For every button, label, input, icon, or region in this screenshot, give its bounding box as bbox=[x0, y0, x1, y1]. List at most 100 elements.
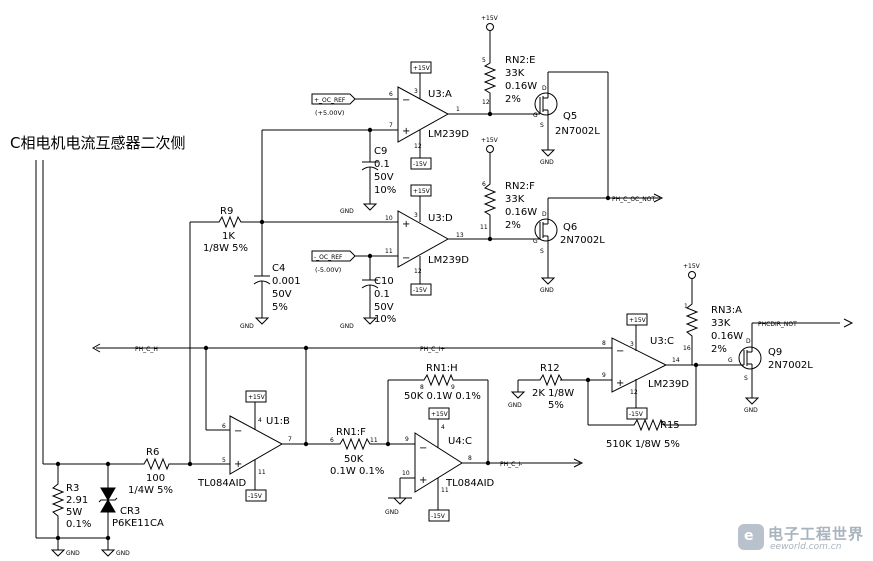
svg-text:+15V: +15V bbox=[413, 188, 431, 195]
svg-text:−: − bbox=[234, 426, 242, 437]
svg-text:R6: R6 bbox=[146, 447, 159, 458]
svg-text:2%: 2% bbox=[505, 94, 521, 105]
resistor-rn3a: 1 16 RN3:A 33K 0.16W 2% bbox=[683, 300, 743, 355]
svg-text:5W: 5W bbox=[66, 507, 82, 518]
svg-text:0.1W 0.1%: 0.1W 0.1% bbox=[330, 466, 384, 477]
mosfet-q5: G D S Q5 2N7002L bbox=[533, 85, 600, 137]
svg-text:G: G bbox=[728, 357, 733, 364]
watermark: e 电子工程世界 eeworld.com.cn bbox=[738, 522, 868, 556]
svg-text:11: 11 bbox=[441, 487, 449, 494]
svg-text:+: + bbox=[402, 126, 410, 137]
net-ph-c-oc-not: PH_C_OC_NOT bbox=[612, 193, 664, 203]
pos-oc-ref-flag: +_OC_REF (+5.00V) bbox=[311, 93, 356, 117]
svg-text:16: 16 bbox=[683, 345, 691, 352]
svg-text:+: + bbox=[402, 219, 410, 230]
svg-text:G: G bbox=[533, 112, 538, 119]
svg-text:+: + bbox=[616, 378, 624, 389]
svg-text:S: S bbox=[744, 375, 748, 382]
resistor-r3: R3 2.91 5W 0.1% bbox=[51, 480, 91, 530]
svg-text:0.1%: 0.1% bbox=[66, 519, 91, 530]
net-label-phcdir-not: PHCDIR_NOT bbox=[758, 321, 797, 328]
svg-text:RN3:A: RN3:A bbox=[711, 305, 742, 316]
u4c-part: TL084AID bbox=[445, 478, 495, 489]
input-leads bbox=[35, 160, 108, 539]
svg-text:RN2:F: RN2:F bbox=[505, 181, 535, 192]
svg-text:1: 1 bbox=[456, 106, 460, 113]
schematic-title: C相电机电流互感器二次侧 bbox=[10, 134, 185, 152]
mosfet-q9: G D S Q9 2N7002L bbox=[728, 338, 813, 385]
svg-text:−: − bbox=[402, 253, 410, 264]
svg-text:6: 6 bbox=[389, 91, 393, 98]
svg-text:-15V: -15V bbox=[431, 513, 446, 520]
svg-text:GND: GND bbox=[240, 323, 254, 330]
svg-text:2N7002L: 2N7002L bbox=[768, 360, 813, 371]
u4c-ref: U4:C bbox=[448, 436, 472, 447]
resistor-r15: R15 510K 1/8W 5% bbox=[606, 418, 680, 450]
u3d-ref: U3:D bbox=[428, 213, 453, 224]
opamp-u4c: − + U4:C TL084AID 9 10 8 4 11 bbox=[402, 419, 495, 510]
power-flags: +15V -15V +15V -15V +15V -15V +15V -15V … bbox=[245, 15, 701, 522]
svg-text:G: G bbox=[533, 238, 538, 245]
capacitor-c9: C9 0.1 50V 10% bbox=[361, 146, 396, 196]
svg-text:10%: 10% bbox=[374, 314, 396, 325]
svg-text:R9: R9 bbox=[220, 206, 233, 217]
svg-text:R3: R3 bbox=[66, 483, 79, 494]
junction-dots bbox=[55, 111, 699, 541]
svg-text:GND: GND bbox=[340, 208, 354, 215]
svg-text:GND: GND bbox=[340, 323, 354, 330]
svg-text:RN1:F: RN1:F bbox=[336, 427, 366, 438]
svg-text:5%: 5% bbox=[548, 400, 564, 411]
svg-text:33K: 33K bbox=[505, 194, 525, 205]
svg-text:+15V: +15V bbox=[248, 394, 266, 401]
watermark-line1: 电子工程世界 bbox=[768, 525, 865, 543]
svg-text:4: 4 bbox=[258, 417, 262, 424]
svg-text:-15V: -15V bbox=[248, 493, 263, 500]
svg-text:50V: 50V bbox=[374, 172, 394, 183]
opamp-u1b: − + U1:B TL084AID 6 5 7 4 11 bbox=[197, 402, 292, 490]
capacitor-c10: C10 0.1 50V 10% bbox=[361, 276, 396, 325]
u1b-ref: U1:B bbox=[266, 416, 290, 427]
comparator-u3c: − + U3:C LM239D 8 9 14 3 12 bbox=[602, 325, 689, 408]
svg-text:+15V: +15V bbox=[413, 65, 431, 72]
svg-text:−: − bbox=[616, 346, 624, 357]
svg-text:-15V: -15V bbox=[413, 161, 428, 168]
svg-text:8: 8 bbox=[420, 384, 424, 391]
svg-text:0.16W: 0.16W bbox=[505, 81, 537, 92]
svg-text:100: 100 bbox=[146, 473, 165, 484]
svg-text:50K: 50K bbox=[344, 454, 364, 465]
svg-text:12: 12 bbox=[482, 99, 490, 106]
svg-text:−: − bbox=[419, 443, 427, 454]
tvs-diode-cr3: CR3 P6KE11CA bbox=[98, 487, 164, 529]
u3c-part: LM239D bbox=[648, 379, 689, 390]
resistor-rn2f: 6 11 RN2:F 33K 0.16W 2% bbox=[480, 180, 537, 231]
svg-text:3: 3 bbox=[414, 212, 418, 219]
svg-text:Q5: Q5 bbox=[563, 111, 577, 122]
svg-text:R15: R15 bbox=[660, 420, 680, 431]
svg-text:Q6: Q6 bbox=[563, 222, 577, 233]
svg-text:8: 8 bbox=[468, 455, 472, 462]
net-phcdir-not: PHCDIR_NOT bbox=[758, 318, 854, 328]
svg-text:RN1:H: RN1:H bbox=[426, 363, 458, 374]
svg-text:-15V: -15V bbox=[629, 411, 644, 418]
svg-text:S: S bbox=[540, 122, 544, 129]
svg-text:2%: 2% bbox=[505, 220, 521, 231]
svg-text:5: 5 bbox=[222, 457, 226, 464]
svg-text:GND: GND bbox=[385, 509, 399, 516]
svg-text:0.16W: 0.16W bbox=[711, 331, 743, 342]
svg-text:S: S bbox=[540, 248, 544, 255]
svg-text:510K 1/8W 5%: 510K 1/8W 5% bbox=[606, 439, 680, 450]
resistor-rn1f: RN1:F 6 11 50K 0.1W 0.1% bbox=[330, 427, 384, 477]
svg-text:6: 6 bbox=[330, 437, 334, 444]
svg-text:GND: GND bbox=[540, 287, 554, 294]
svg-text:Q9: Q9 bbox=[768, 347, 782, 358]
u3a-ref: U3:A bbox=[428, 89, 452, 100]
svg-text:33K: 33K bbox=[505, 68, 525, 79]
svg-text:11: 11 bbox=[258, 469, 266, 476]
svg-text:9: 9 bbox=[602, 372, 606, 379]
net-ph-c-i-minus: PH_C_I- bbox=[500, 458, 584, 468]
svg-text:9: 9 bbox=[405, 436, 409, 443]
svg-text:7: 7 bbox=[389, 122, 393, 129]
svg-text:11: 11 bbox=[385, 248, 393, 255]
svg-text:8: 8 bbox=[602, 340, 606, 347]
svg-text:0.16W: 0.16W bbox=[505, 207, 537, 218]
